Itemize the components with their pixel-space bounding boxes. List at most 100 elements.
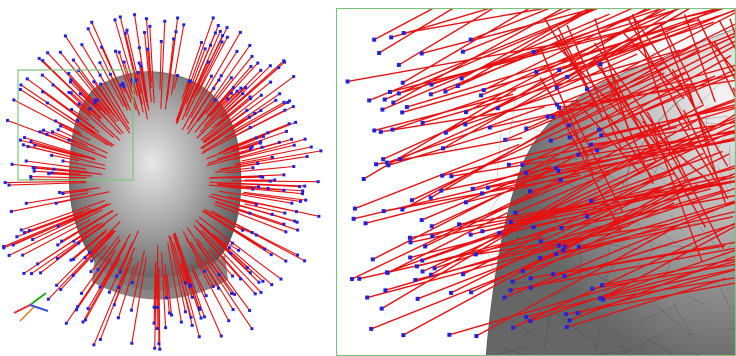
mesh-edge [619,333,663,356]
marker-point [390,127,395,132]
ray-line [205,260,253,329]
ray-line [602,276,736,301]
marker-points-zoom [345,31,606,339]
ray-line [626,16,691,130]
marker-point [45,101,49,105]
marker-point [419,218,424,223]
marker-point [231,86,235,90]
marker-point [54,119,58,123]
marker-point [413,277,418,282]
marker-point [93,101,97,105]
marker-point [189,283,193,287]
marker-point [46,51,50,55]
ray-line [126,30,142,94]
ray-line [77,261,110,308]
ray-line [641,120,712,185]
marker-point [250,54,254,58]
marker-point [38,130,42,134]
ray-line [8,209,103,256]
marker-point [146,47,150,51]
ray-line [214,203,287,233]
zoomed-viewport[interactable] [336,8,736,356]
marker-point [559,226,564,231]
marker-point [409,198,414,203]
marker-point [513,210,518,215]
mesh-edge [497,133,502,177]
ray-line [373,8,436,41]
overview-canvas[interactable] [0,0,330,356]
marker-point [585,214,590,219]
marker-point [495,106,500,111]
marker-point [7,253,11,257]
marker-point [408,255,413,260]
marker-point [319,149,323,153]
marker-point [229,76,233,80]
marker-point [531,49,536,54]
marker-point [248,43,252,47]
ray-line [424,181,560,248]
marker-point [303,137,307,141]
ray-line [207,99,277,145]
ray-line [94,99,124,134]
ray-line [52,84,114,138]
ray-line [530,241,736,279]
ray-line [143,32,152,103]
ray-line [154,274,157,349]
marker-point [575,311,580,316]
ray-line [160,252,167,328]
marker-point [74,308,78,312]
ray-line [539,47,595,176]
marker-point [176,74,180,78]
ray-line [42,74,92,117]
marker-point [67,91,71,95]
marker-point [282,100,286,104]
marker-point [10,162,14,166]
marker-point [59,124,63,128]
marker-point [287,122,291,126]
ray-line [200,99,216,117]
ray-line [646,111,688,184]
ray-line [449,282,628,336]
marker-point [55,283,59,287]
mesh-edge [700,122,722,124]
marker-point [21,253,25,257]
ray-line [206,66,252,117]
marker-point [55,257,59,261]
marker-point [56,224,60,228]
ray-line [351,178,562,280]
marker-point [117,50,121,54]
marker-point [37,56,41,60]
marker-point [249,147,253,151]
marker-point [420,120,425,125]
ray-line [525,54,732,174]
marker-point [378,129,383,134]
selection-box[interactable] [17,69,134,181]
marker-point [116,316,120,320]
ray-line [149,26,155,104]
marker-point [56,243,60,247]
zoomed-canvas[interactable] [336,8,736,356]
ray-line [392,8,565,104]
marker-point [164,326,168,330]
marker-point [463,200,468,205]
ray-line [241,199,297,213]
ray-line [611,73,657,162]
marker-point [92,80,96,84]
marker-point [19,83,23,87]
marker-point [305,155,309,159]
overview-viewport[interactable] [0,0,330,356]
ray-line [234,156,273,165]
ray-line [77,120,115,147]
marker-point [203,47,207,51]
ray-line [451,130,736,177]
mesh-edge [712,240,736,266]
marker-point [303,184,307,188]
marker-point [41,128,45,132]
marker-point [129,308,133,312]
marker-point [443,130,448,135]
marker-point [383,288,388,293]
ray-line [70,81,109,122]
marker-point [524,126,529,131]
mesh-edge [638,152,675,195]
ray-line [556,8,692,89]
